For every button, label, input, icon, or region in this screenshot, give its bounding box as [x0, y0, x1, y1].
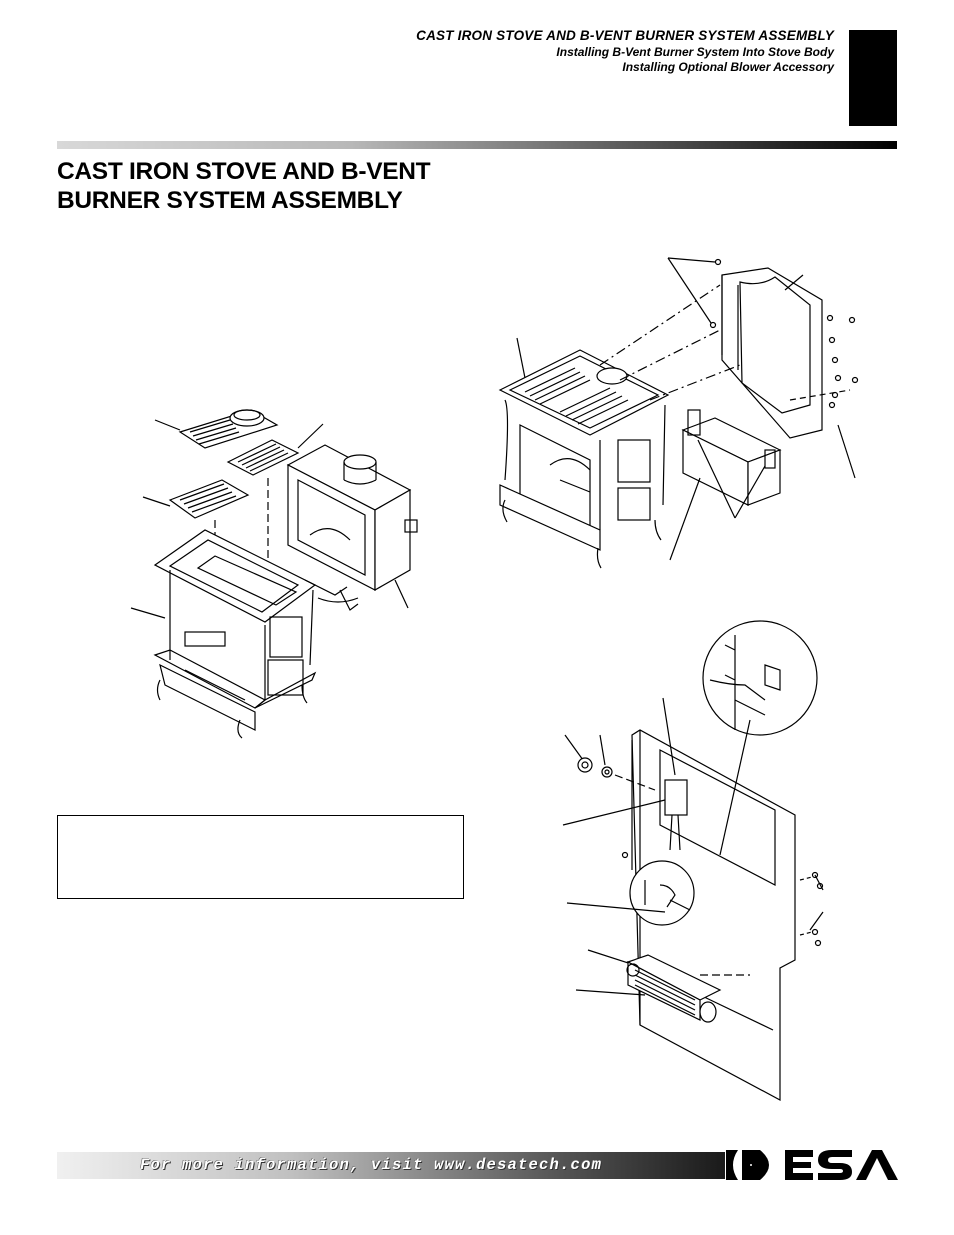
header-title: CAST IRON STOVE AND B-VENT BURNER SYSTEM… — [416, 28, 834, 43]
desa-logo-mark — [726, 1150, 898, 1180]
section-tab — [849, 30, 897, 126]
stove-full — [498, 349, 670, 569]
page-title-line-2: BURNER SYSTEM ASSEMBLY — [57, 187, 403, 214]
burner-system-box — [286, 444, 418, 611]
note-box — [57, 815, 464, 899]
blower-box — [681, 409, 782, 506]
top-grate-front — [168, 479, 250, 519]
detail-magnifier — [702, 620, 818, 736]
desa-logo-dot — [750, 1164, 752, 1166]
header-subtitle-2: Installing Optional Blower Accessory — [622, 60, 834, 74]
blower-fan — [626, 954, 722, 1023]
header-subtitle-1: Installing B-Vent Burner System Into Sto… — [556, 45, 834, 59]
page-title: CAST IRON STOVE AND B-VENT BURNER SYSTEM… — [57, 157, 431, 215]
top-grate-right — [226, 439, 300, 476]
mounting-panel — [631, 729, 796, 1102]
header-rule — [57, 141, 897, 149]
footer-text: For more information, visit www.desatech… — [140, 1156, 603, 1174]
top-grate-rear — [178, 409, 279, 449]
page-title-line-1: CAST IRON STOVE AND B-VENT — [57, 158, 431, 185]
footer-bar — [57, 1152, 725, 1179]
blower-shroud-panel — [721, 267, 823, 439]
